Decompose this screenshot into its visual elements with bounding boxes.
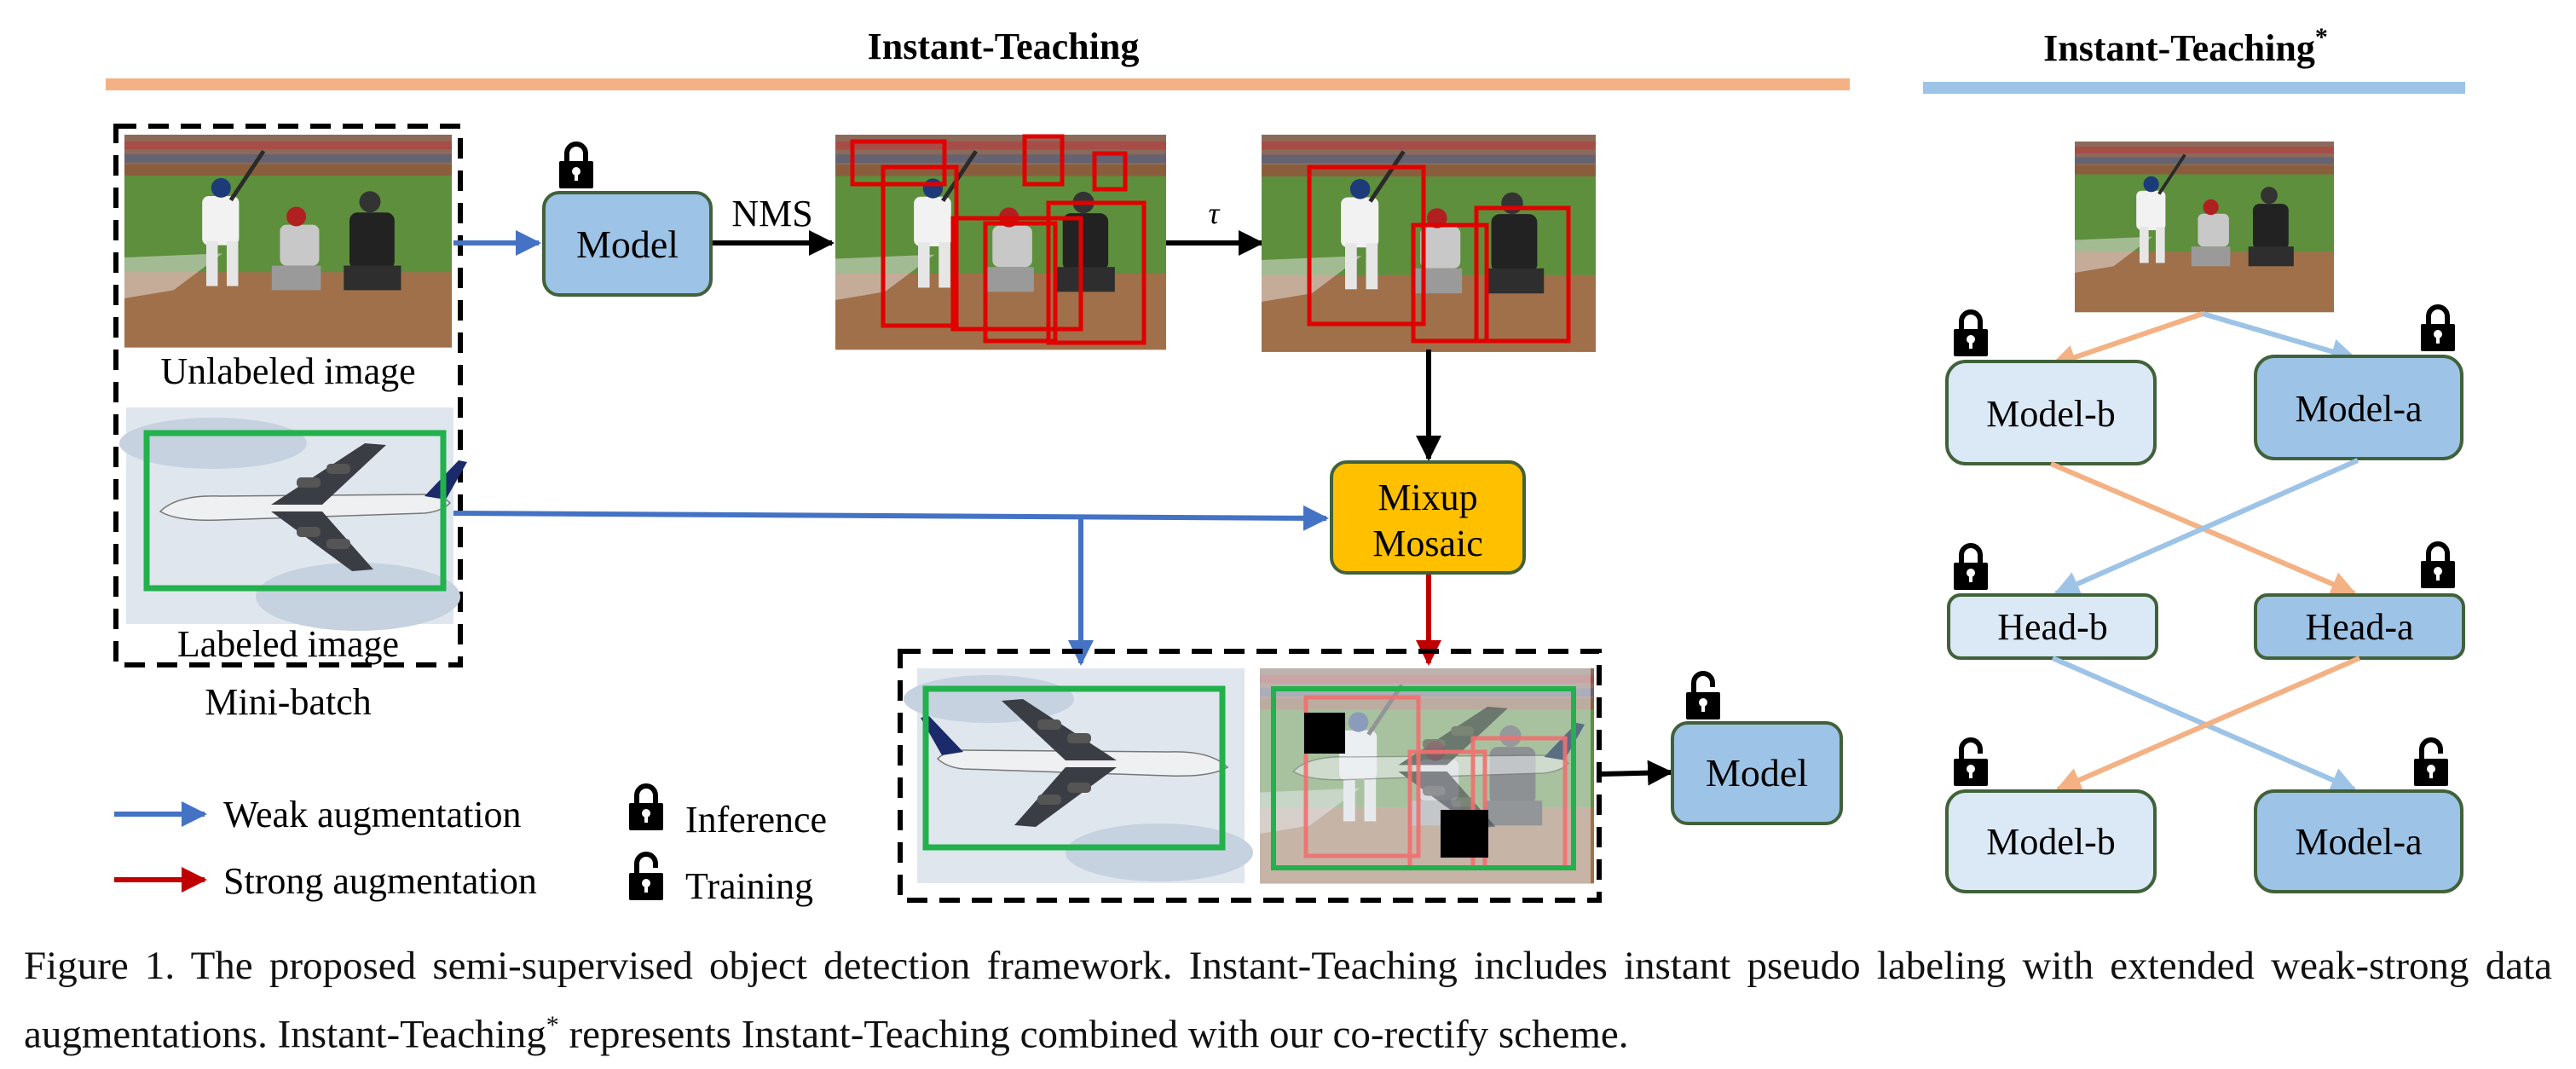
unlabeled-image-label: Unlabeled image [160, 350, 415, 392]
orange-arrow-1 [2050, 311, 2203, 370]
model-a-label-2: Model-a [2295, 821, 2422, 863]
head-b-label: Head-b [1997, 606, 2108, 648]
augmented-batch-box [898, 649, 1602, 903]
unlabeled-image [124, 135, 452, 348]
legend-lock-closed-icon [629, 786, 663, 830]
arrow-to-student [1600, 760, 1673, 786]
lock-closed-icon-2 [2421, 307, 2455, 351]
orange-cross-2 [2055, 656, 2361, 792]
model-label-student: Model [1706, 751, 1808, 795]
lock-closed-icon-4 [2421, 544, 2455, 588]
lock-closed-icon [559, 144, 593, 188]
cutout-patch-2 [1441, 810, 1488, 858]
predicted-boxes [850, 134, 1146, 345]
model-a-label-1: Model-a [2295, 388, 2422, 430]
caption-text-2: represents Instant-Teaching combined wit… [558, 1012, 1629, 1057]
lock-open-icon-2 [2414, 740, 2448, 786]
caption-sup: * [546, 1011, 559, 1039]
figure-caption: Figure 1. The proposed semi-supervised o… [24, 936, 2552, 1065]
nms-label: NMS [731, 193, 812, 234]
strong-augmented-image [1260, 668, 1594, 883]
legend-lock-open-icon [629, 854, 663, 900]
tau-label: τ [1209, 196, 1221, 230]
legend-weak-label: Weak augmentation [223, 794, 522, 835]
mini-batch-label: Mini-batch [205, 681, 372, 723]
weak-aug-gt-box [922, 685, 1226, 851]
caption-label: Figure 1. [24, 944, 176, 988]
blue-title-bar [1923, 82, 2465, 94]
legend-inference-label: Inference [685, 799, 827, 841]
mixup-label: Mixup [1378, 477, 1477, 518]
lock-closed-icon-3 [1954, 546, 1988, 590]
weak-augmented-image [904, 668, 1253, 883]
mosaic-label: Mosaic [1372, 523, 1483, 564]
model-b-label-2: Model-b [1986, 821, 2116, 863]
filtered-boxes [1307, 165, 1571, 344]
title-instant-teaching: Instant-Teaching [868, 26, 1140, 67]
model-a-box-1 [2254, 355, 2463, 460]
model-box-student [1671, 721, 1843, 825]
blue-arrow-1 [2202, 311, 2357, 364]
mini-batch-box [113, 124, 463, 667]
model-b-label-1: Model-b [1986, 393, 2116, 435]
caption-text-1: The proposed semi-supervised object dete… [24, 944, 2552, 1057]
orange-title-bar [106, 78, 1850, 90]
labeled-image [119, 407, 468, 631]
lock-closed-icon-1 [1954, 312, 1988, 356]
airplane-gt-box [143, 430, 447, 592]
labeled-image-label: Labeled image [177, 623, 399, 665]
model-label-teacher: Model [576, 222, 679, 266]
legend-strong-label: Strong augmentation [223, 860, 537, 902]
weak-arrow-to-mixup [453, 505, 1329, 531]
strong-aug-gt-box [1271, 686, 1576, 870]
blue-cross-1 [2053, 458, 2359, 596]
title-instant-teaching-star: Instant-Teaching* [2043, 23, 2328, 69]
cutout-patch-1 [1304, 713, 1345, 754]
right-panel-image [2073, 140, 2336, 315]
lock-open-icon-1 [1954, 740, 1988, 786]
mixup-mosaic-box [1330, 460, 1526, 575]
model-box-teacher [542, 191, 713, 297]
model-b-box-2 [1945, 789, 2157, 893]
legend-training-label: Training [685, 865, 813, 907]
lock-open-icon [1686, 673, 1720, 719]
head-a-label: Head-a [2305, 606, 2413, 648]
model-a-box-2 [2254, 789, 2463, 893]
